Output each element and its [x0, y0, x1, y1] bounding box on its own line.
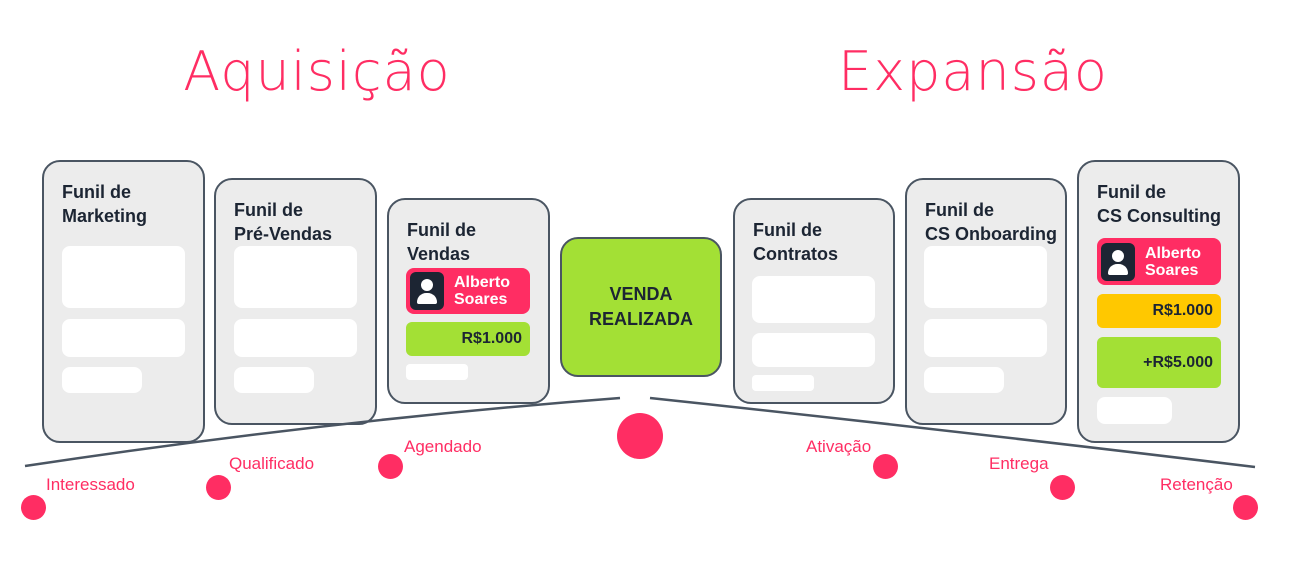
card-funil-cs-onboarding: Funil de CS Onboarding	[905, 178, 1067, 425]
placeholder	[234, 367, 314, 393]
card-funil-cs-consulting: Funil de CS Consulting Alberto Soares R$…	[1077, 160, 1240, 443]
placeholder	[406, 364, 468, 380]
placeholder	[62, 367, 142, 393]
expansion-value: +R$5.000	[1097, 337, 1221, 388]
placeholder	[752, 333, 875, 367]
placeholder	[234, 246, 357, 308]
deal-value: R$1.000	[1097, 294, 1221, 328]
card-title: Funil de Contratos	[753, 220, 838, 264]
left-funnel-line	[24, 396, 621, 468]
card-funil-pre-vendas: Funil de Pré-Vendas	[214, 178, 377, 425]
placeholder	[752, 375, 814, 391]
card-funil-contratos: Funil de Contratos	[733, 198, 895, 404]
owner-badge: Alberto Soares	[1097, 238, 1221, 285]
placeholder	[62, 246, 185, 308]
owner-name: Alberto Soares	[454, 274, 510, 308]
avatar-icon	[410, 272, 444, 310]
sale-dot	[617, 413, 663, 459]
placeholder	[1097, 397, 1172, 424]
placeholder	[924, 367, 1004, 393]
venda-realizada-box: VENDA REALIZADA	[560, 237, 722, 377]
stage-dot	[378, 454, 403, 479]
stage-label: Qualificado	[229, 454, 315, 473]
stage-dot	[206, 475, 231, 500]
stage-dot	[873, 454, 898, 479]
card-title: Funil de Pré-Vendas	[234, 200, 333, 244]
card-funil-marketing: Funil de Marketing	[42, 160, 205, 443]
placeholder	[924, 319, 1047, 357]
card-title: Funil de Marketing	[62, 182, 148, 226]
heading-expansao: Expansão	[838, 40, 1108, 103]
right-funnel-line	[649, 396, 1256, 469]
card-title: Funil de CS Onboarding	[925, 200, 1057, 244]
heading-aquisicao: Aquisição	[183, 40, 451, 103]
stage-label: Retenção	[1160, 475, 1233, 494]
avatar-icon	[1101, 242, 1135, 281]
card-funil-vendas: Funil de Vendas Alberto Soares R$1.000	[387, 198, 550, 404]
venda-realizada-label: VENDA REALIZADA	[589, 284, 693, 329]
stage-label: Ativação	[806, 437, 872, 456]
owner-name: Alberto Soares	[1145, 244, 1201, 279]
stage-dot	[21, 495, 46, 520]
stage-dot	[1050, 475, 1075, 500]
stage-label: Entrega	[989, 454, 1049, 473]
owner-badge: Alberto Soares	[406, 268, 530, 314]
placeholder	[752, 276, 875, 323]
deal-value: R$1.000	[406, 322, 530, 356]
stage-label: Interessado	[46, 475, 135, 494]
card-title: Funil de CS Consulting	[1097, 182, 1221, 226]
stage-dot	[1233, 495, 1258, 520]
placeholder	[234, 319, 357, 357]
stage-label: Agendado	[404, 437, 482, 456]
card-title: Funil de Vendas	[407, 220, 476, 264]
placeholder	[924, 246, 1047, 308]
placeholder	[62, 319, 185, 357]
